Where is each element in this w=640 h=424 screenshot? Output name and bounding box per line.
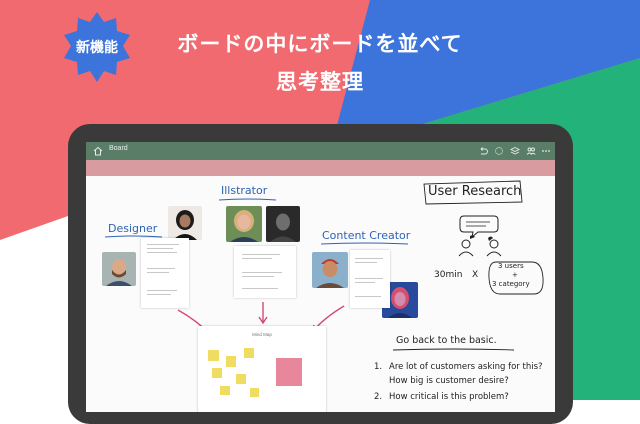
research-duration: 30min xyxy=(434,270,463,280)
content-creator-photo-man[interactable] xyxy=(312,252,348,288)
text-line xyxy=(147,248,173,249)
title-box xyxy=(423,180,523,205)
research-bubble xyxy=(488,261,544,295)
underline xyxy=(104,235,163,238)
mini-board-title: Mind Map xyxy=(252,332,272,337)
text-line xyxy=(242,254,280,255)
sticky-note[interactable] xyxy=(220,386,230,395)
content-creator-card[interactable] xyxy=(350,250,390,308)
more-icon[interactable] xyxy=(541,146,551,156)
text-line xyxy=(355,258,383,259)
badge-label: 新機能 xyxy=(76,40,118,56)
illustrator-photo-man[interactable] xyxy=(266,206,300,242)
interview-icon xyxy=(458,215,502,257)
undo-icon[interactable] xyxy=(478,146,488,156)
app-toolbar: Board xyxy=(86,142,555,160)
accent-band xyxy=(86,160,555,176)
headline-line1: ボードの中にボードを並べて xyxy=(177,32,463,56)
users-icon[interactable] xyxy=(526,146,536,156)
text-line xyxy=(355,296,381,297)
illustrator-photo-woman[interactable] xyxy=(226,206,262,242)
text-line xyxy=(147,268,175,269)
notes-title[interactable]: Go back to the basic. xyxy=(396,335,497,346)
sticky-note[interactable] xyxy=(236,374,246,384)
note-number: 1. xyxy=(374,362,383,372)
sticky-note[interactable] xyxy=(208,350,219,361)
headline-line2: 思考整理 xyxy=(276,70,364,94)
pink-sticky-note[interactable] xyxy=(276,358,302,386)
label-illustrator[interactable]: Illstrator xyxy=(221,184,268,197)
app-screen: Board Illstrator Designer Content Creato… xyxy=(86,142,555,412)
sticky-note[interactable] xyxy=(244,348,254,358)
sticky-note[interactable] xyxy=(250,388,259,397)
note-line: How big is customer desire? xyxy=(389,376,509,386)
research-category: 3 category xyxy=(492,280,530,288)
research-times: X xyxy=(472,270,479,280)
text-line xyxy=(242,276,274,277)
mini-board[interactable]: Mind Map xyxy=(198,326,326,412)
note-line: How critical is this problem? xyxy=(389,392,509,402)
label-designer[interactable]: Designer xyxy=(108,222,158,235)
user-research-title[interactable]: User Research xyxy=(428,184,522,199)
text-line xyxy=(147,294,171,295)
designer-card[interactable] xyxy=(141,238,189,308)
sticky-note[interactable] xyxy=(226,356,236,367)
text-line xyxy=(355,262,377,263)
share-icon[interactable] xyxy=(494,146,504,156)
breadcrumb-board[interactable]: Board xyxy=(109,145,128,152)
text-line xyxy=(242,288,278,289)
label-content-creator[interactable]: Content Creator xyxy=(322,229,411,242)
note-number: 2. xyxy=(374,392,383,402)
research-users: 3 users xyxy=(498,262,524,270)
research-plus: + xyxy=(512,271,518,279)
text-line xyxy=(147,272,169,273)
home-icon[interactable] xyxy=(92,145,104,157)
new-feature-badge xyxy=(64,12,130,82)
text-line xyxy=(147,290,177,291)
text-line xyxy=(242,272,282,273)
sticky-note[interactable] xyxy=(212,368,222,378)
text-line xyxy=(147,252,177,253)
text-line xyxy=(355,278,383,279)
underline xyxy=(392,348,515,351)
text-line xyxy=(147,244,179,245)
designer-photo-man[interactable] xyxy=(102,252,136,286)
text-line xyxy=(242,258,272,259)
underline xyxy=(218,198,277,201)
note-line: Are lot of customers asking for this? xyxy=(389,362,543,372)
text-line xyxy=(355,282,375,283)
underline xyxy=(320,242,409,245)
designer-photo-woman[interactable] xyxy=(168,206,202,240)
layers-icon[interactable] xyxy=(510,146,520,156)
illustrator-card[interactable] xyxy=(234,246,296,298)
